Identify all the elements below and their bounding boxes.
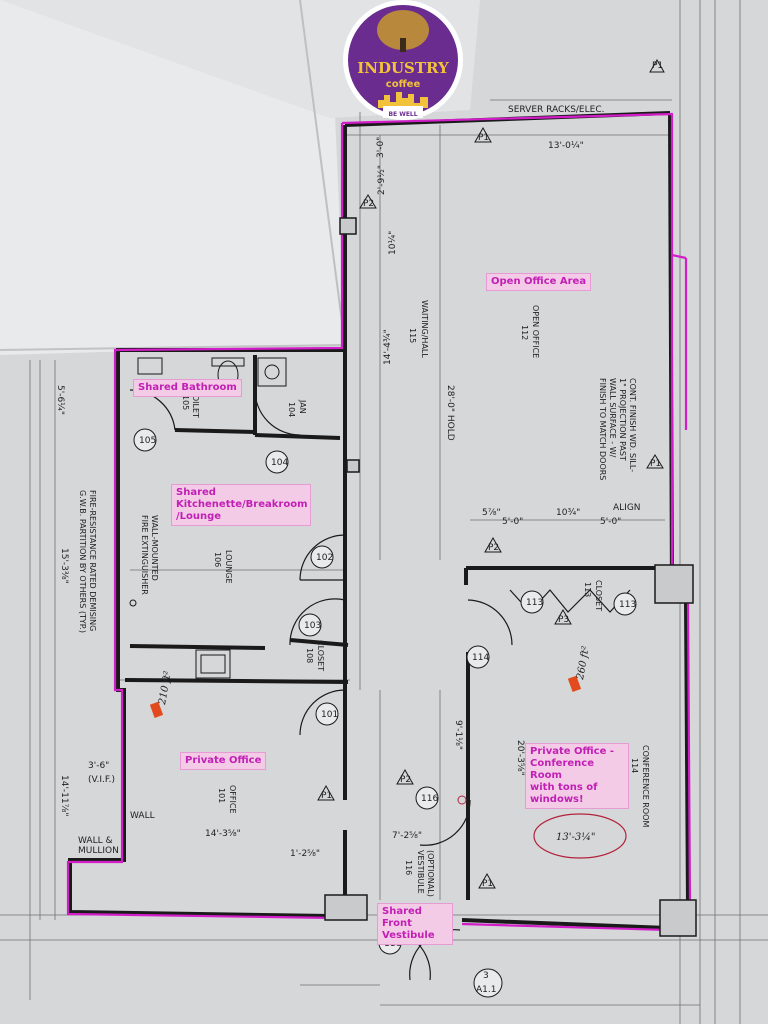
dim-5-8: 5⅞": [482, 508, 501, 518]
dim-5-0-a: 5'-0": [502, 517, 523, 527]
door-105: 105: [139, 436, 156, 446]
label-kitchenette: Shared Kitchenette/Breakroom /Lounge: [171, 484, 311, 526]
wall-label: WALL: [130, 811, 155, 821]
logo-tree-canopy: [377, 10, 429, 50]
dim-14-3: 14'-3⅝": [205, 829, 241, 839]
tag-p1-c: P1: [650, 459, 661, 469]
label-shared-bathroom: Shared Bathroom: [133, 379, 242, 397]
tag-p2-c: P2: [400, 775, 411, 785]
logo-skyline: [378, 92, 428, 108]
dim-28: 28'-0" HOLD: [445, 385, 455, 441]
logo-tagline-band: [383, 106, 423, 118]
hand-13-3: 13'-3¼": [556, 832, 596, 843]
align-label: ALIGN: [613, 503, 641, 513]
dim-15-3: 15'-3⅜": [59, 548, 69, 584]
sill-note-2: 1" PROJECTION PAST: [618, 378, 627, 461]
tag-p1-b: P1: [478, 133, 489, 143]
sill-note-3: WALL SURFACE - W/: [608, 378, 617, 458]
waiting-number: 115: [408, 328, 417, 343]
jan-number: 104: [287, 402, 296, 417]
logo-tagline: BE WELL: [388, 111, 417, 118]
paper-edge: [0, 344, 346, 351]
hand-marks: [149, 675, 627, 859]
door-113-b: 113: [619, 600, 636, 610]
tag-p1-d: P1: [321, 791, 332, 801]
logo-sub: coffee: [386, 79, 421, 90]
dim-20-3: 20'-3⅝": [515, 740, 525, 776]
dim-7-2: 7'-2⅝": [392, 831, 422, 841]
jan-label: JAN: [298, 399, 307, 414]
closet2-number: 113: [583, 582, 592, 597]
dim-14-11: 14'-11⅞": [59, 775, 69, 817]
sill-note-4: FINISH TO MATCH DOORS: [598, 378, 607, 480]
wall-mullion-label: WALL &MULLION: [78, 836, 119, 856]
tag-p1-a: P1: [652, 61, 663, 71]
sheet-label: A1.1: [476, 985, 496, 995]
office-number: 101: [217, 788, 226, 803]
open-office-number: 112: [520, 325, 529, 340]
dim-10: 10¼": [388, 231, 398, 255]
label-open-office: Open Office Area: [486, 273, 592, 291]
door-101: 101: [321, 710, 338, 720]
industry-coffee-logo: INDUSTRY coffee BE WELL: [343, 0, 463, 120]
lounge-label: LOUNGE: [224, 550, 233, 584]
door-114: 114: [472, 653, 489, 663]
door-103: 103: [304, 621, 321, 631]
columns: [324, 217, 697, 937]
extinguisher-label: WALL-MOUNTEDFIRE EXTINGUISHER: [140, 515, 159, 595]
dim-2-9: 2'-9½": [377, 165, 387, 195]
logo-brand: INDUSTRY: [357, 59, 449, 77]
door-102: 102: [316, 553, 333, 563]
tag-p3: P3: [558, 615, 569, 625]
fixtures: [129, 357, 287, 679]
conference-number: 114: [630, 758, 639, 773]
label-vestibule: Shared Front Vestibule: [377, 903, 453, 945]
logo-banner: [366, 52, 440, 74]
vif-label: (V.I.F.): [88, 775, 115, 785]
server-label: SERVER RACKS/ELEC.: [508, 105, 604, 115]
tag-p2-b: P2: [488, 543, 499, 553]
fire-rated-note: FIRE-RESISTANCE RATED DEMISINGG.W.B. PAR…: [78, 490, 97, 633]
vestibule-label: (OPTIONAL)VESTIBULE: [416, 850, 435, 897]
door-104: 104: [271, 458, 288, 468]
logo-tree-trunk: [400, 38, 406, 56]
tag-p1-e: P1: [482, 879, 493, 889]
label-conference: Private Office - Conference Room with to…: [525, 743, 629, 809]
sill-note-1: CONT. FINISH WD. SILL-: [628, 378, 637, 472]
dim-5-0-b: 5'-0": [600, 517, 621, 527]
door-113-a: 113: [526, 598, 543, 608]
label-private-office: Private Office: [180, 752, 267, 770]
top-dimension: 13'-0¼": [548, 141, 584, 151]
toilet-label: TOILET: [191, 389, 200, 418]
toilet-number: 105: [181, 395, 190, 410]
dim-1-2: 1'-2⅝": [290, 849, 320, 859]
office-label: OFFICE: [228, 785, 237, 814]
closet-label: CLOSET: [316, 640, 325, 671]
conference-label: CONFERENCE ROOM: [641, 745, 650, 827]
dim-5-6: 5'-6¼": [55, 385, 65, 415]
tag-p2-a: P2: [363, 199, 374, 209]
closet-number: 108: [305, 648, 314, 663]
dim-3-0: 3'-0": [376, 137, 386, 158]
sheet-number: 3: [483, 971, 489, 981]
dim-10-3: 10¾": [556, 508, 580, 518]
door-116-a: 116: [421, 794, 438, 804]
vestibule-number: 116: [404, 860, 413, 875]
paper-crease: [299, 0, 346, 346]
closet2-label: CLOSET: [594, 580, 603, 611]
plan-annotations: SERVER RACKS/ELEC. 13'-0¼" 3'-0" 2'-9½" …: [55, 61, 663, 995]
partition-tags: [317, 59, 665, 889]
dim-3-6: 3'-6": [88, 761, 109, 771]
lounge-number: 106: [213, 552, 222, 567]
dim-9-1: 9'-1⅛": [453, 720, 463, 750]
dim-14-4: 14'-4¾": [383, 329, 393, 365]
open-office-label: OPEN OFFICE: [531, 305, 540, 358]
waiting-label: WAITING/HALL: [420, 300, 429, 358]
